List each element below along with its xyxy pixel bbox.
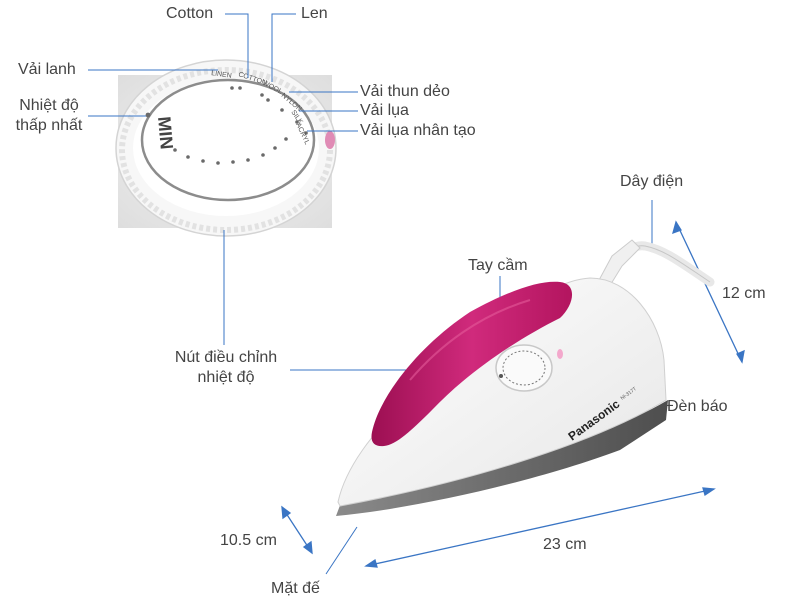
indicator-lamp	[557, 349, 563, 359]
iron: Panasonic NI-317T	[336, 239, 715, 516]
label-nut-dieu-chinh-line1: Nút điều chỉnh	[174, 349, 278, 366]
label-nhiet-do-line2: thấp nhất	[15, 117, 83, 134]
label-nut-dieu-chinh-line2: nhiệt độ	[197, 369, 255, 386]
label-vai-lanh: Vải lanh	[18, 61, 76, 78]
iron-dial	[495, 344, 553, 392]
label-nhiet-do-thap-nhat: Nhiệt độ thấp nhất	[8, 96, 90, 136]
dial-zoom-inset: MIN LINEN COTTON WOOL NYLON SILK ACRYL	[115, 59, 337, 237]
dial-min-text: MIN	[154, 116, 177, 151]
label-dim-width: 10.5 cm	[220, 532, 277, 549]
label-nut-dieu-chinh: Nút điều chỉnh nhiệt độ	[164, 348, 288, 388]
zoom-pink-edge	[325, 131, 335, 149]
label-vai-lua: Vải lụa	[360, 102, 409, 119]
label-mat-de: Mặt đế	[271, 580, 320, 597]
label-len: Len	[301, 5, 328, 22]
label-day-dien: Dây điện	[620, 173, 684, 190]
dimension-arrows	[281, 220, 745, 568]
handle	[371, 281, 573, 447]
label-dim-length: 23 cm	[543, 536, 587, 553]
label-vai-thun-deo: Vải thun dẻo	[360, 83, 450, 100]
dial-dots	[145, 86, 308, 165]
label-vai-lua-nhan-tao: Vải lụa nhân tạo	[360, 122, 476, 139]
label-cotton: Cotton	[166, 5, 214, 22]
label-tay-cam: Tay cầm	[468, 257, 528, 274]
label-dim-height: 12 cm	[722, 285, 766, 302]
label-den-bao: Đèn báo	[667, 398, 728, 415]
dial-linen-text: LINEN	[211, 70, 232, 80]
label-nhiet-do-line1: Nhiệt độ	[19, 97, 79, 114]
